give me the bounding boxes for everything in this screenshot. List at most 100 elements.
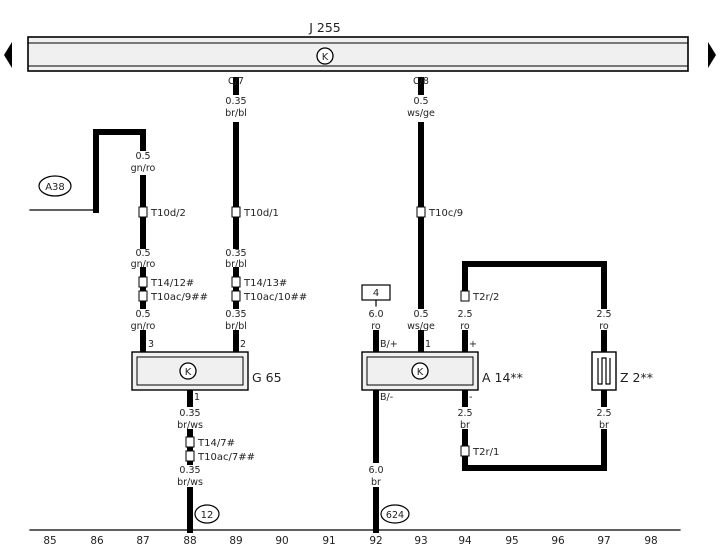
- wire-color: ro: [460, 321, 470, 332]
- connector-t10ac-9: T10ac/9##: [150, 292, 208, 303]
- wire-size: 2.5: [457, 408, 472, 419]
- wire-color: br/bl: [225, 321, 247, 332]
- ref-624-label: 624: [386, 510, 404, 521]
- wire-label: 6.0 ro: [368, 309, 383, 332]
- track-number: 90: [275, 535, 288, 547]
- wire-size: 6.0: [368, 309, 383, 320]
- track-number: 91: [322, 535, 335, 547]
- box-4: [361, 284, 391, 301]
- track-number: 94: [458, 535, 472, 547]
- wire-size: 0.5: [135, 309, 150, 320]
- wire-size: 0.5: [413, 309, 428, 320]
- wire-color: ws/ge: [407, 321, 435, 332]
- ref-12-label: 12: [201, 510, 214, 521]
- wire-label: 0.35 br/bl: [225, 309, 247, 332]
- wire-color: br/ws: [177, 477, 203, 488]
- wire-size: 0.35: [179, 465, 200, 476]
- connector-icon: [460, 445, 470, 457]
- connector-t2r-1: T2r/1: [472, 447, 499, 458]
- wire-color: br/bl: [225, 108, 247, 119]
- relay-k-icon: [411, 362, 429, 380]
- wire-label: 2.5 br: [596, 408, 611, 431]
- a14-symbol: K: [417, 367, 424, 378]
- wire-label: 0.5 gn/ro: [131, 151, 156, 174]
- connector-t10ac-7: T10ac/7##: [197, 452, 255, 463]
- track-numbers: 85 86 87 88 89 90 91 92 93 94 95 96 97 9…: [43, 535, 657, 547]
- track-number: 97: [597, 535, 610, 547]
- pin-a14-plus: +: [469, 339, 477, 350]
- connector-icon: [460, 290, 470, 302]
- wire-size: 2.5: [596, 309, 611, 320]
- reference-624[interactable]: 624: [380, 504, 410, 524]
- fuse-box-4: 4: [361, 284, 391, 301]
- a38-label: A38: [45, 182, 65, 193]
- wire-br-loop-bottom: [462, 429, 607, 471]
- component-z2: Z 2**: [591, 351, 653, 391]
- a14-inner: [366, 356, 474, 386]
- z2-label: Z 2**: [620, 370, 653, 385]
- wire-color: br: [460, 420, 470, 431]
- track-number: 89: [229, 535, 242, 547]
- connector-icon: [185, 450, 195, 462]
- wire-color: ro: [371, 321, 381, 332]
- continue-left-arrow-icon[interactable]: [4, 42, 12, 68]
- connector-icon: [231, 206, 241, 218]
- connector-icon: [138, 206, 148, 218]
- wire-gn-ro-top: [93, 129, 146, 213]
- track-number: 92: [369, 535, 382, 547]
- wire-color: gn/ro: [131, 163, 156, 174]
- connector-t2r-2: T2r/2: [472, 292, 499, 303]
- connector-icon: [231, 290, 241, 302]
- wire-size: 0.5: [413, 96, 428, 107]
- reference-a38[interactable]: A38: [38, 175, 72, 197]
- component-a14: K A 14**: [361, 351, 523, 391]
- wire-color: br: [599, 420, 609, 431]
- wire-color: ws/ge: [407, 108, 435, 119]
- wire-label: 0.5 ws/ge: [407, 309, 435, 332]
- track-number: 87: [136, 535, 149, 547]
- pin-a14-b-bot: B/-: [380, 392, 393, 403]
- wire-label: 2.5 br: [457, 408, 472, 431]
- a38-circle: [38, 175, 72, 197]
- reference-12[interactable]: 12: [194, 504, 220, 524]
- wire-color: gn/ro: [131, 259, 156, 270]
- g65-label: G 65: [252, 370, 282, 385]
- wire-label: 0.35 br/ws: [177, 408, 203, 431]
- wire-color: gn/ro: [131, 321, 156, 332]
- connector-t10d-2: T10d/2: [150, 208, 186, 219]
- wire-color: ro: [599, 321, 609, 332]
- g65-inner: [136, 356, 244, 386]
- wire-size: 0.35: [225, 309, 246, 320]
- wire-size: 0.35: [225, 248, 246, 259]
- pin-c7: C/7: [228, 76, 244, 87]
- wire-label: 6.0 br: [368, 465, 383, 488]
- connector-t14-13: T14/13#: [243, 278, 287, 289]
- box-4-label: 4: [373, 288, 379, 299]
- wire-size: 0.35: [179, 408, 200, 419]
- connector-t14-7: T14/7#: [197, 438, 235, 449]
- ref-624-circle: [380, 504, 410, 524]
- track-number: 85: [43, 535, 56, 547]
- wire-label: 0.35 br/bl: [225, 96, 247, 119]
- g65-symbol: K: [185, 367, 192, 378]
- pin-a14-b-top: B/+: [380, 339, 398, 350]
- wires: [29, 77, 681, 533]
- track-number: 98: [644, 535, 657, 547]
- wire-size: 2.5: [457, 309, 472, 320]
- pin-g65-1: 1: [194, 392, 200, 403]
- wire-size: 0.5: [135, 151, 150, 162]
- pin-a14-minus: -: [469, 392, 472, 403]
- pin-g65-2: 2: [240, 339, 246, 350]
- j255-symbol: K: [322, 52, 329, 63]
- connector-icon: [138, 276, 148, 288]
- wire-color: br/ws: [177, 420, 203, 431]
- wire-label: 0.5 gn/ro: [131, 248, 156, 270]
- connector-t10d-1: T10d/1: [243, 208, 279, 219]
- continue-right-arrow-icon[interactable]: [708, 42, 716, 68]
- j255-label: J 255: [308, 20, 341, 35]
- control-unit-j255: K J 255: [4, 20, 716, 72]
- connector-icon: [185, 436, 195, 448]
- wire-size: 0.5: [135, 248, 150, 259]
- connector-icon: [416, 206, 426, 218]
